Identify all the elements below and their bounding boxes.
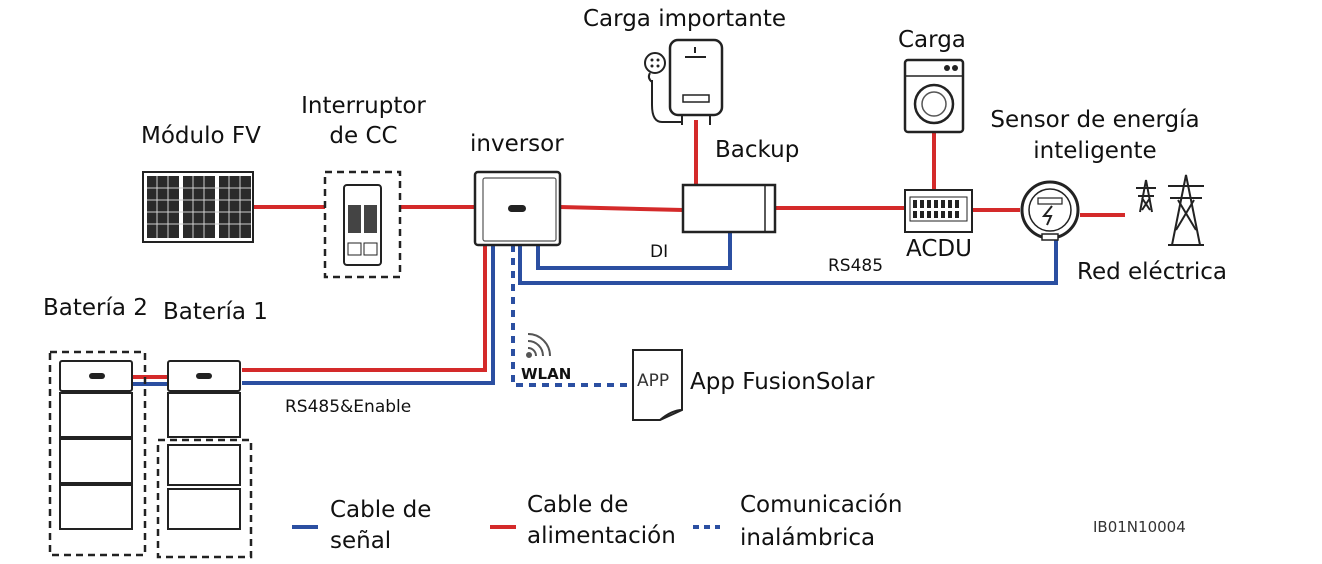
- cable-di: [536, 232, 732, 270]
- inverter-label: inversor: [470, 131, 564, 157]
- rs485-label: RS485: [828, 256, 884, 276]
- energy-meter-icon: [1020, 180, 1080, 241]
- energy-sensor-label-line2: inteligente: [1033, 138, 1157, 164]
- backup-box-icon: [681, 183, 777, 234]
- rs485-enable-label: RS485&Enable: [285, 397, 412, 417]
- grid-label: Red eléctrica: [1077, 259, 1227, 285]
- wlan-label: WLAN: [520, 365, 573, 383]
- di-label: DI: [650, 242, 669, 262]
- figure-id: IB01N10004: [1093, 518, 1186, 536]
- cable-rs485: [518, 235, 1058, 285]
- energy-sensor-label-line1: Sensor de energía: [990, 107, 1200, 133]
- acdu-icon: [904, 189, 973, 233]
- cable-inverter-backup: [559, 205, 684, 212]
- pv-module-icon: [142, 171, 254, 243]
- washing-machine-icon: [903, 58, 965, 134]
- legend-power-line1: Cable de: [527, 492, 629, 518]
- legend-power-line2: alimentación: [527, 523, 676, 549]
- dc-switch-label-line2: de CC: [329, 123, 398, 149]
- app-label: App FusionSolar: [690, 369, 875, 395]
- pv-module-label: Módulo FV: [141, 123, 261, 149]
- water-heater-icon: [644, 38, 724, 125]
- transmission-tower-icon: [1136, 174, 1204, 246]
- legend-wireless-line2: inalámbrica: [740, 525, 876, 551]
- cable-rs485-enable: [242, 245, 495, 385]
- backup-label: Backup: [715, 137, 800, 163]
- battery-2-label: Batería 2: [43, 295, 148, 321]
- dc-switch-icon: [323, 170, 402, 279]
- power-cables: [132, 120, 1125, 379]
- app-icon-text: APP: [637, 371, 670, 391]
- acdu-label: ACDU: [906, 236, 972, 262]
- wifi-icon: [526, 333, 551, 358]
- important-load-label: Carga importante: [583, 6, 786, 32]
- battery-1-label: Batería 1: [163, 299, 268, 325]
- legend-signal-line2: señal: [330, 528, 392, 554]
- load-label: Carga: [898, 27, 966, 53]
- dc-switch-label-line1: Interruptor: [301, 93, 426, 119]
- app-document-icon: [632, 349, 683, 421]
- cable-inverter-battery: [242, 245, 487, 372]
- battery-1-icon: [156, 360, 253, 559]
- legend-signal-line1: Cable de: [330, 497, 432, 523]
- inverter-icon: [473, 170, 562, 247]
- legend-wireless-line1: Comunicación: [740, 492, 903, 518]
- battery-2-icon: [48, 350, 147, 557]
- signal-cables: [132, 232, 1058, 386]
